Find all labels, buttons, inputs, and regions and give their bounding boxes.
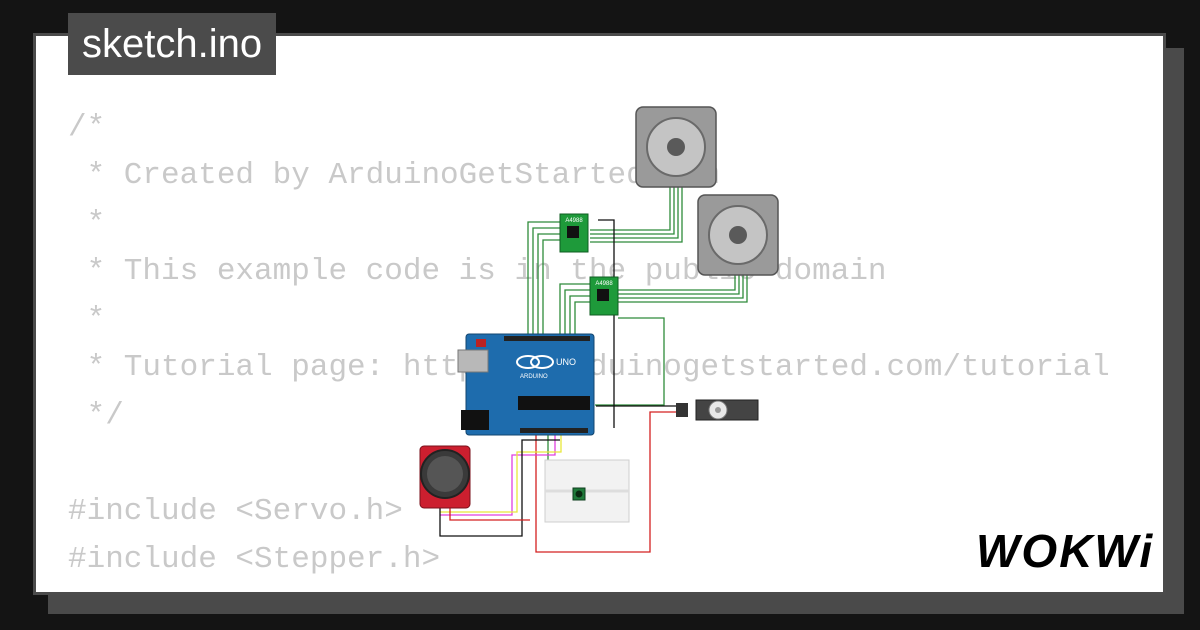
wire-red bbox=[449, 505, 530, 521]
driver-label: A4988 bbox=[565, 218, 583, 224]
code-line: /* bbox=[68, 110, 106, 145]
file-tab[interactable]: sketch.ino bbox=[68, 13, 277, 75]
wire-black bbox=[598, 219, 615, 428]
wire-green bbox=[590, 180, 671, 231]
wire-yellow bbox=[440, 432, 562, 513]
board-brand: ARDUINO bbox=[520, 374, 548, 380]
stepper-motor[interactable] bbox=[635, 106, 717, 188]
code-editor[interactable]: /* * Created by ArduinoGetStarted.com * … bbox=[68, 104, 1110, 584]
code-line: #include <Servo.h> bbox=[68, 494, 403, 529]
wire-green bbox=[590, 180, 675, 235]
wire-green bbox=[618, 270, 748, 303]
a4988-driver[interactable]: A4988 bbox=[559, 213, 589, 253]
servo[interactable] bbox=[676, 399, 759, 421]
wire-green bbox=[590, 180, 683, 243]
wire-green bbox=[618, 270, 736, 291]
driver-label: A4988 bbox=[595, 281, 613, 287]
wokwi-logo: WOKWi bbox=[976, 525, 1155, 577]
board-label: UNO bbox=[556, 357, 576, 367]
wire-green bbox=[564, 289, 590, 336]
code-line: #include <Stepper.h> bbox=[68, 542, 441, 577]
wire-green bbox=[527, 221, 560, 336]
code-line: * bbox=[68, 302, 106, 337]
code-line: * bbox=[68, 206, 106, 241]
joystick[interactable] bbox=[419, 445, 471, 509]
stepper-motor[interactable] bbox=[697, 194, 779, 276]
pushbutton[interactable] bbox=[572, 487, 586, 501]
wire-green bbox=[574, 301, 590, 336]
file-tab-label: sketch.ino bbox=[82, 22, 263, 66]
wire-green bbox=[618, 270, 740, 295]
arduino-uno[interactable]: UNO ARDUINO bbox=[457, 333, 595, 436]
wire-magenta bbox=[440, 432, 556, 516]
wire-green bbox=[542, 239, 560, 336]
wire-green bbox=[595, 317, 665, 406]
wire-green bbox=[590, 180, 679, 239]
wire-green bbox=[532, 227, 560, 336]
wire-red bbox=[535, 411, 680, 553]
code-line: */ bbox=[68, 398, 124, 433]
breadboard bbox=[544, 459, 630, 523]
wire-green bbox=[559, 283, 590, 336]
wire-black bbox=[439, 439, 560, 537]
wire-green bbox=[618, 270, 744, 299]
wire-green bbox=[569, 295, 590, 336]
a4988-driver[interactable]: A4988 bbox=[589, 276, 619, 316]
wire-green bbox=[537, 233, 560, 336]
